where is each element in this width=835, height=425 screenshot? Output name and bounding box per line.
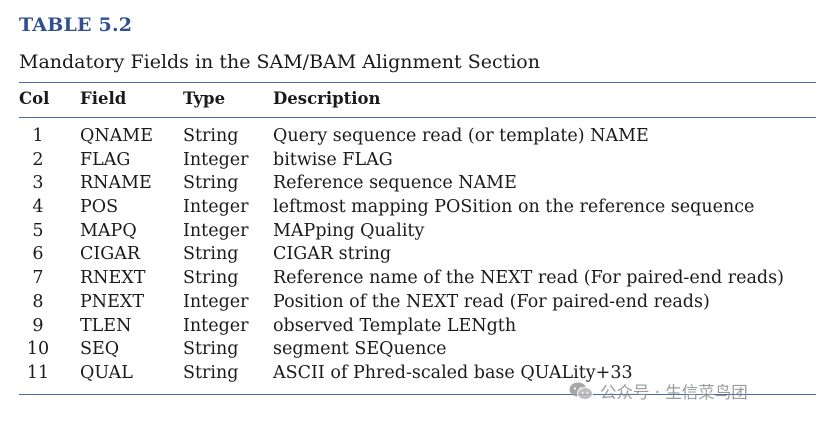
row-col: 5: [32, 220, 44, 241]
header-rule: [19, 117, 816, 118]
row-description: Position of the NEXT read (For paired-en…: [273, 291, 710, 312]
row-field: MAPQ: [80, 220, 137, 241]
row-type: String: [183, 126, 239, 146]
row-col: 11: [26, 362, 50, 383]
table-row: 6 CIGAR String CIGAR string: [0, 244, 835, 268]
row-field: PNEXT: [80, 291, 144, 312]
row-col: 1: [32, 126, 44, 146]
row-type: Integer: [183, 315, 249, 336]
table-row: 8 PNEXT Integer Position of the NEXT rea…: [0, 292, 835, 316]
header-field: Field: [80, 89, 127, 108]
row-type: Integer: [183, 291, 249, 312]
row-col: 4: [32, 197, 44, 218]
table-caption: Mandatory Fields in the SAM/BAM Alignmen…: [19, 51, 540, 73]
row-col: 9: [32, 315, 44, 336]
row-description: leftmost mapping POSition on the referen…: [273, 197, 755, 218]
table-row: 1 QNAME String Query sequence read (or t…: [0, 126, 835, 150]
row-description: bitwise FLAG: [273, 149, 393, 170]
table-row: 4 POS Integer leftmost mapping POSition …: [0, 197, 835, 221]
row-col: 8: [32, 291, 44, 312]
row-col: 10: [26, 339, 50, 360]
row-type: String: [183, 244, 239, 265]
row-field: TLEN: [80, 315, 132, 336]
row-description: segment SEQuence: [273, 339, 447, 360]
table-row: 9 TLEN Integer observed Template LENgth: [0, 316, 835, 340]
table-row: 11 QUAL String ASCII of Phred-scaled bas…: [0, 363, 835, 387]
row-description: ASCII of Phred-scaled base QUALity+33: [273, 362, 633, 383]
table-row: 3 RNAME String Reference sequence NAME: [0, 173, 835, 197]
row-field: SEQ: [80, 339, 120, 360]
table-body: 1 QNAME String Query sequence read (or t…: [0, 126, 835, 387]
row-col: 3: [32, 173, 44, 194]
row-type: String: [183, 339, 239, 360]
row-field: QNAME: [80, 126, 153, 146]
row-field: RNAME: [80, 173, 152, 194]
table-row: 5 MAPQ Integer MAPping Quality: [0, 221, 835, 245]
bottom-rule: [19, 394, 816, 395]
row-type: Integer: [183, 197, 249, 218]
row-col: 6: [32, 244, 44, 265]
row-description: MAPping Quality: [273, 220, 425, 241]
header-type: Type: [183, 89, 226, 108]
watermark: 公众号 · 生信菜鸟团: [568, 379, 748, 403]
row-description: observed Template LENgth: [273, 315, 517, 336]
row-type: Integer: [183, 220, 249, 241]
header-col: Col: [19, 89, 50, 108]
row-field: QUAL: [80, 362, 133, 383]
row-col: 2: [32, 149, 44, 170]
table-row: 7 RNEXT String Reference name of the NEX…: [0, 268, 835, 292]
row-type: Integer: [183, 149, 249, 170]
row-type: String: [183, 268, 239, 289]
table-label: TABLE 5.2: [19, 14, 133, 36]
header-description: Description: [273, 89, 381, 108]
row-field: FLAG: [80, 149, 131, 170]
row-col: 7: [32, 268, 44, 289]
table-row: 2 FLAG Integer bitwise FLAG: [0, 150, 835, 174]
row-field: CIGAR: [80, 244, 141, 265]
row-field: POS: [80, 197, 119, 218]
top-rule: [19, 82, 816, 83]
row-description: Reference name of the NEXT read (For pai…: [273, 268, 784, 289]
row-type: String: [183, 362, 239, 383]
row-field: RNEXT: [80, 268, 146, 289]
table-row: 10 SEQ String segment SEQuence: [0, 339, 835, 363]
row-type: String: [183, 173, 239, 194]
table-header-row: Col Field Type Description: [0, 89, 835, 111]
row-description: Reference sequence NAME: [273, 173, 517, 194]
watermark-text: 公众号 · 生信菜鸟团: [600, 383, 748, 402]
row-description: CIGAR string: [273, 244, 392, 265]
wechat-icon: [569, 382, 593, 400]
row-description: Query sequence read (or template) NAME: [273, 126, 649, 146]
